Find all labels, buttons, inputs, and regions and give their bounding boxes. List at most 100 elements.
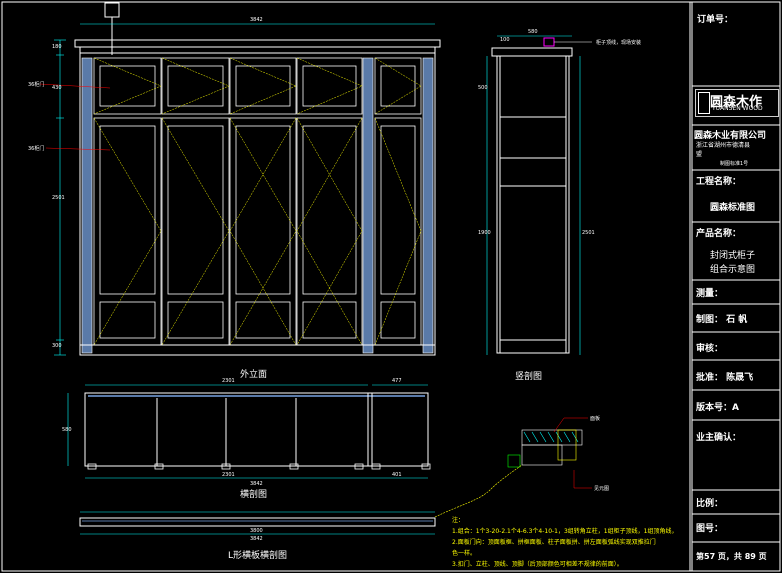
upper-door-panel-3 (235, 65, 291, 107)
lower-door-2 (161, 117, 230, 346)
dim-overall-width: 3842 (250, 17, 263, 23)
title-block-rows (692, 85, 780, 543)
l-shaped-plan (79, 511, 436, 535)
approve-label: 批准： 陈晟飞 (696, 373, 754, 383)
lower-door-swing-alt-3 (229, 117, 297, 346)
notes-head: 注： (452, 517, 465, 524)
upper-door-panel-2 (167, 65, 224, 107)
company-address: 浙江省湖州市德清县 (696, 142, 751, 149)
dim-sec-top: 100 (500, 37, 510, 43)
upper-door-panel-5 (380, 65, 416, 107)
panel-label: 面板 (590, 416, 601, 422)
plan-foot-4 (289, 463, 299, 470)
note-3: 色一样。 (452, 550, 477, 557)
dim-plan-d: 580 (62, 427, 72, 433)
plan-foot-7 (421, 463, 431, 470)
dim-sec-depth: 580 (528, 29, 538, 35)
dim-overall-height: 2501 (52, 195, 65, 201)
upper-door-4 (296, 57, 363, 115)
lower-door-4 (296, 117, 363, 346)
company-name: 圆森木业有限公司 (694, 131, 767, 141)
plan-foot-5 (354, 463, 364, 470)
project-value: 圆森标准图 (710, 203, 756, 213)
upper-door-panel-1 (99, 65, 156, 107)
lower-door-swing-4 (296, 117, 363, 346)
plan-foot-6 (371, 463, 381, 470)
lower-door-panel-5 (380, 125, 416, 295)
note-4: 3.扣门、立柱、顶线、顶脚（后顶部颜色可相差不规律的前面）。 (452, 561, 623, 568)
dim-plan-w3: 2301 (222, 472, 235, 478)
upper-door-3 (229, 57, 297, 115)
plan-foot-1 (87, 463, 97, 470)
section-top-moulding (491, 47, 573, 57)
lower-door-label: 36柜门 (28, 146, 45, 152)
lower-door-kick-panel-3 (235, 301, 291, 339)
note-1: 1.组合：1个3-20-2.1个4-6.3个4-10-1，3组转角立柱，1组柜子… (452, 528, 678, 535)
front-elevation (39, 2, 441, 356)
lower-door-1 (93, 117, 162, 346)
crown-moulding-top (74, 39, 441, 48)
upper-door-panel-4 (302, 65, 357, 107)
logo-text: 圆森木作 (710, 95, 763, 110)
project-label: 工程名称： (696, 177, 742, 187)
dim-plan-w1: 2301 (222, 378, 235, 384)
top-door-leader (39, 83, 111, 89)
upper-door-swing-1 (93, 57, 162, 115)
cabinet-body (79, 52, 436, 356)
dim-upper-h: 430 (52, 85, 62, 91)
crown-moulding-base (79, 46, 436, 54)
upper-door-1 (93, 57, 162, 115)
caption-elevation: 外立面 (240, 370, 268, 380)
drawing-no-label: 图号： (696, 524, 724, 534)
lower-door-panel-1 (99, 125, 156, 295)
lower-door-panel-2 (167, 125, 224, 295)
section-body (496, 55, 570, 354)
upper-door-swing-3 (229, 57, 297, 115)
corner-detail (434, 417, 592, 518)
client-confirm-label: 业主确认： (696, 433, 742, 443)
upper-door-swing-4 (296, 57, 363, 115)
product-value-1: 封闭式柜子 (710, 251, 756, 261)
product-label: 产品名称： (696, 229, 742, 239)
survey-label: 测量： (696, 289, 724, 299)
mid-pilaster (362, 57, 374, 354)
page-count: 第57 页，共 89 页 (696, 552, 767, 561)
lower-door-5 (374, 117, 422, 346)
caption-plan: 横剖图 (240, 490, 268, 500)
logo-subtext: YUANSEN WOOD (712, 105, 763, 112)
logo-mark (698, 92, 710, 114)
upper-door-5 (374, 57, 422, 115)
upper-door-swing-2 (161, 57, 230, 115)
left-pilaster (81, 57, 93, 354)
lower-door-leader (45, 147, 111, 151)
plan-outline (84, 392, 429, 467)
lower-door-swing-1 (93, 117, 162, 346)
dim-plan-w2: 477 (392, 378, 402, 384)
scale-label: 比例： (696, 499, 724, 509)
plan-foot-2 (154, 463, 164, 470)
order-no-label: 订单号： (697, 15, 734, 25)
caption-section: 竖剖图 (515, 372, 543, 382)
side-panel-label: 见元图 (594, 486, 610, 492)
moulding-note: 柜子顶线，现场安装 (596, 40, 642, 46)
lower-door-swing-alt-4 (296, 117, 363, 346)
upper-door-swing-5 (374, 57, 422, 115)
lower-door-swing-2 (161, 117, 230, 346)
dim-base-h: 300 (52, 343, 62, 349)
upper-door-2 (161, 57, 230, 115)
dim-sec-mid: 1900 (478, 230, 491, 236)
dim-sec-total: 2501 (582, 230, 595, 236)
standard-no: 制图标准1号 (720, 161, 749, 167)
caption-l-plan: L形横板横剖图 (228, 551, 288, 561)
lower-door-kick-panel-1 (99, 301, 156, 339)
dim-sec-low: 500 (478, 85, 488, 91)
company-logo: 圆森木作 YUANSEN WOOD (695, 89, 779, 117)
dim-l-w: 3800 (250, 528, 263, 534)
dim-plan-total: 3842 (250, 481, 263, 487)
ceiling-marker (104, 2, 120, 18)
dim-l-w2: 3842 (250, 536, 263, 542)
lower-door-kick-panel-4 (302, 301, 357, 339)
vertical-section (486, 35, 592, 355)
lower-door-3 (229, 117, 297, 346)
